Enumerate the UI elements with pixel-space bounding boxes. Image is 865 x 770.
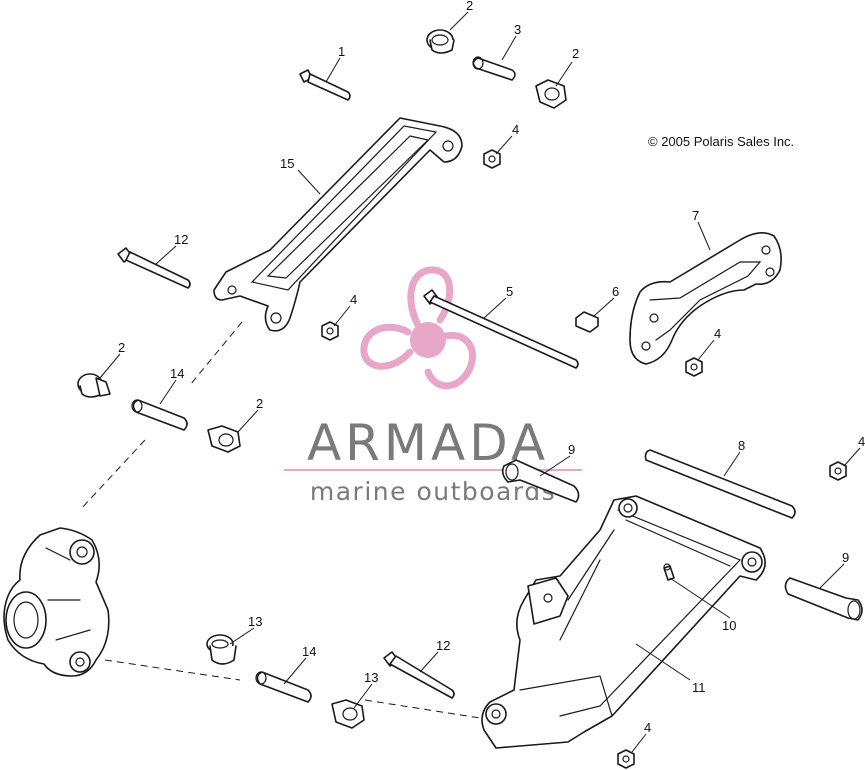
callout-14-upper: 14 xyxy=(170,366,184,381)
nut-part-4-mid xyxy=(321,321,339,341)
callout-8: 8 xyxy=(738,438,745,453)
bushing-part-2-left xyxy=(77,373,111,398)
nut-part-4-far-right xyxy=(829,461,847,481)
callout-7: 7 xyxy=(692,208,699,223)
callout-13-left: 13 xyxy=(248,614,262,629)
nut-part-4-bottom xyxy=(617,749,635,769)
nut-part-4-top xyxy=(483,149,501,169)
watermark-tagline: marine outboards xyxy=(310,477,556,506)
callout-10: 10 xyxy=(722,618,736,633)
bushing-part-2-right xyxy=(535,79,567,109)
callout-4-top: 4 xyxy=(512,122,519,137)
knuckle-housing xyxy=(3,527,110,677)
shaft-part-8 xyxy=(644,449,796,519)
propeller-logo-icon xyxy=(360,266,476,390)
bushing-part-2-top xyxy=(426,29,455,54)
fitting-part-10 xyxy=(663,563,675,581)
bolt-part-12-lower xyxy=(383,651,455,699)
callout-1: 1 xyxy=(338,44,345,59)
watermark-brand: ARMADA xyxy=(307,414,549,472)
callout-2-left: 2 xyxy=(118,340,125,355)
callout-5: 5 xyxy=(506,284,513,299)
callout-4-mid: 4 xyxy=(350,292,357,307)
bushing-part-13-left xyxy=(206,634,237,665)
callout-2-top: 2 xyxy=(466,0,473,13)
callout-2-center: 2 xyxy=(256,396,263,411)
bracket-part-7 xyxy=(629,232,782,365)
bolt-part-12-upper xyxy=(117,247,191,289)
callout-4-right: 4 xyxy=(714,326,721,341)
bushing-part-2-center xyxy=(207,425,241,453)
callout-13-right: 13 xyxy=(364,670,378,685)
copyright-notice: © 2005 Polaris Sales Inc. xyxy=(648,134,794,149)
callout-9-right: 9 xyxy=(842,550,849,565)
callout-9-mid: 9 xyxy=(568,442,575,457)
callout-12-upper: 12 xyxy=(174,232,188,247)
callout-4-far-right: 4 xyxy=(858,434,865,449)
callout-14-lower: 14 xyxy=(302,644,316,659)
callout-15: 15 xyxy=(280,156,294,171)
sleeve-part-14-upper xyxy=(131,399,188,431)
bolt-part-5 xyxy=(423,289,579,369)
bolt-part-6 xyxy=(575,311,599,333)
sleeve-part-9-right xyxy=(784,577,863,621)
assembly-lines xyxy=(79,321,481,719)
leader-lines xyxy=(99,11,861,753)
callout-6: 6 xyxy=(612,284,619,299)
callout-4-bottom: 4 xyxy=(644,720,651,735)
callout-2-right: 2 xyxy=(572,46,579,61)
callout-11: 11 xyxy=(692,680,706,695)
armada-watermark: ARMADA marine outboards xyxy=(284,266,582,506)
sleeve-part-9-mid xyxy=(501,459,580,503)
callout-labels: 1 2 3 2 4 15 12 4 5 6 7 4 2 14 2 9 8 4 9… xyxy=(118,0,865,735)
sleeve-part-3 xyxy=(472,56,516,81)
callout-3: 3 xyxy=(514,22,521,37)
bolt-part-1 xyxy=(299,69,351,101)
sleeve-part-14-lower xyxy=(255,671,312,703)
lower-arm-part-11 xyxy=(481,495,766,749)
callout-12-lower: 12 xyxy=(436,638,450,653)
bushing-part-13-right xyxy=(331,699,365,729)
nut-part-4-right xyxy=(685,357,703,377)
upper-arm-part-15 xyxy=(213,117,463,332)
